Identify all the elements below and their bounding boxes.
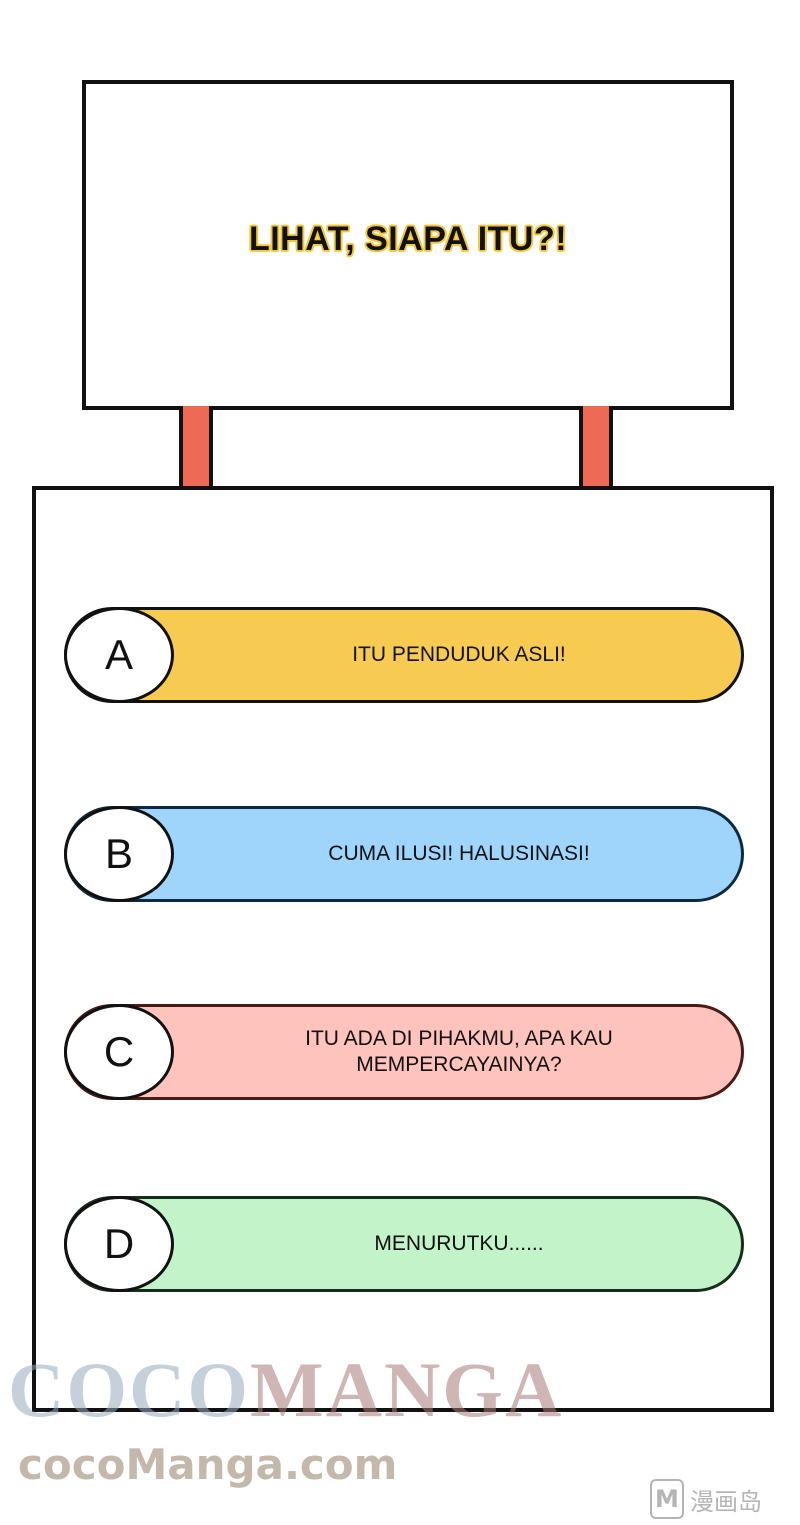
- option-c[interactable]: C ITU ADA DI PIHAKMU, APA KAU MEMPERCAYA…: [64, 1004, 744, 1100]
- option-c-text: ITU ADA DI PIHAKMU, APA KAU MEMPERCAYAIN…: [305, 1026, 613, 1076]
- sign-title: LIHAT, SIAPA ITU?!: [248, 219, 568, 258]
- option-d-text: MENURUTKU......: [374, 1231, 544, 1255]
- option-d[interactable]: D MENURUTKU......: [64, 1196, 744, 1292]
- corner-logo-text: 漫画岛: [690, 1487, 762, 1516]
- option-c-letter: C: [64, 1004, 174, 1100]
- watermark-brand-b: MANGA: [250, 1346, 564, 1433]
- option-b-letter: B: [64, 806, 174, 902]
- watermark-site: cocoManga.com: [18, 1440, 398, 1489]
- option-a[interactable]: A ITU PENDUDUK ASLI!: [64, 607, 744, 703]
- watermark-corner: M 漫画岛: [650, 1476, 798, 1522]
- corner-logo-icon: M: [650, 1479, 684, 1519]
- option-a-letter: A: [64, 607, 174, 703]
- sign-post-left: [179, 406, 213, 488]
- option-b-text: CUMA ILUSI! HALUSINASI!: [328, 841, 590, 865]
- option-b[interactable]: B CUMA ILUSI! HALUSINASI!: [64, 806, 744, 902]
- sign-post-right: [579, 406, 613, 488]
- option-a-text: ITU PENDUDUK ASLI!: [352, 642, 566, 666]
- option-d-letter: D: [64, 1196, 174, 1292]
- watermark-brand-a: COCO: [8, 1346, 250, 1433]
- watermark-brand: COCOMANGA: [8, 1345, 563, 1435]
- sign-board: LIHAT, SIAPA ITU?!: [82, 80, 734, 410]
